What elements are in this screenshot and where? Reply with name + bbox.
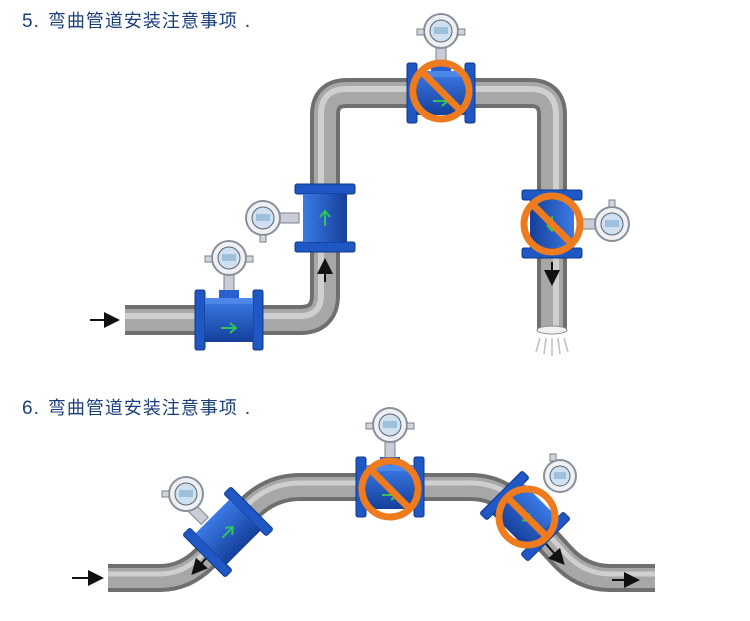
section-5-title: 弯曲管道安装注意事项 . — [47, 11, 252, 32]
flow-arrow-icon — [191, 555, 209, 576]
flowmeter-icon — [406, 13, 476, 124]
scene-5 — [90, 13, 630, 356]
flowmeter-icon — [194, 240, 264, 351]
flowmeter-head — [161, 476, 210, 526]
flowmeter-icon — [183, 487, 273, 577]
flow-arrow-icon — [545, 543, 565, 565]
scene-6 — [72, 407, 655, 592]
section-5-number: 5. — [22, 11, 40, 32]
section-6-number: 6. — [22, 398, 40, 419]
water-drip-icon — [535, 337, 569, 356]
flowmeter-icon — [522, 189, 630, 259]
section-5-heading: 5. 弯曲管道安装注意事项 . — [22, 7, 251, 33]
flowmeter-icon — [245, 183, 356, 253]
section-6-title: 弯曲管道安装注意事项 . — [47, 398, 252, 419]
flowmeter-icon — [355, 407, 425, 517]
flowmeter-head — [543, 453, 577, 493]
section-6-heading: 6. 弯曲管道安装注意事项 . — [22, 394, 251, 420]
